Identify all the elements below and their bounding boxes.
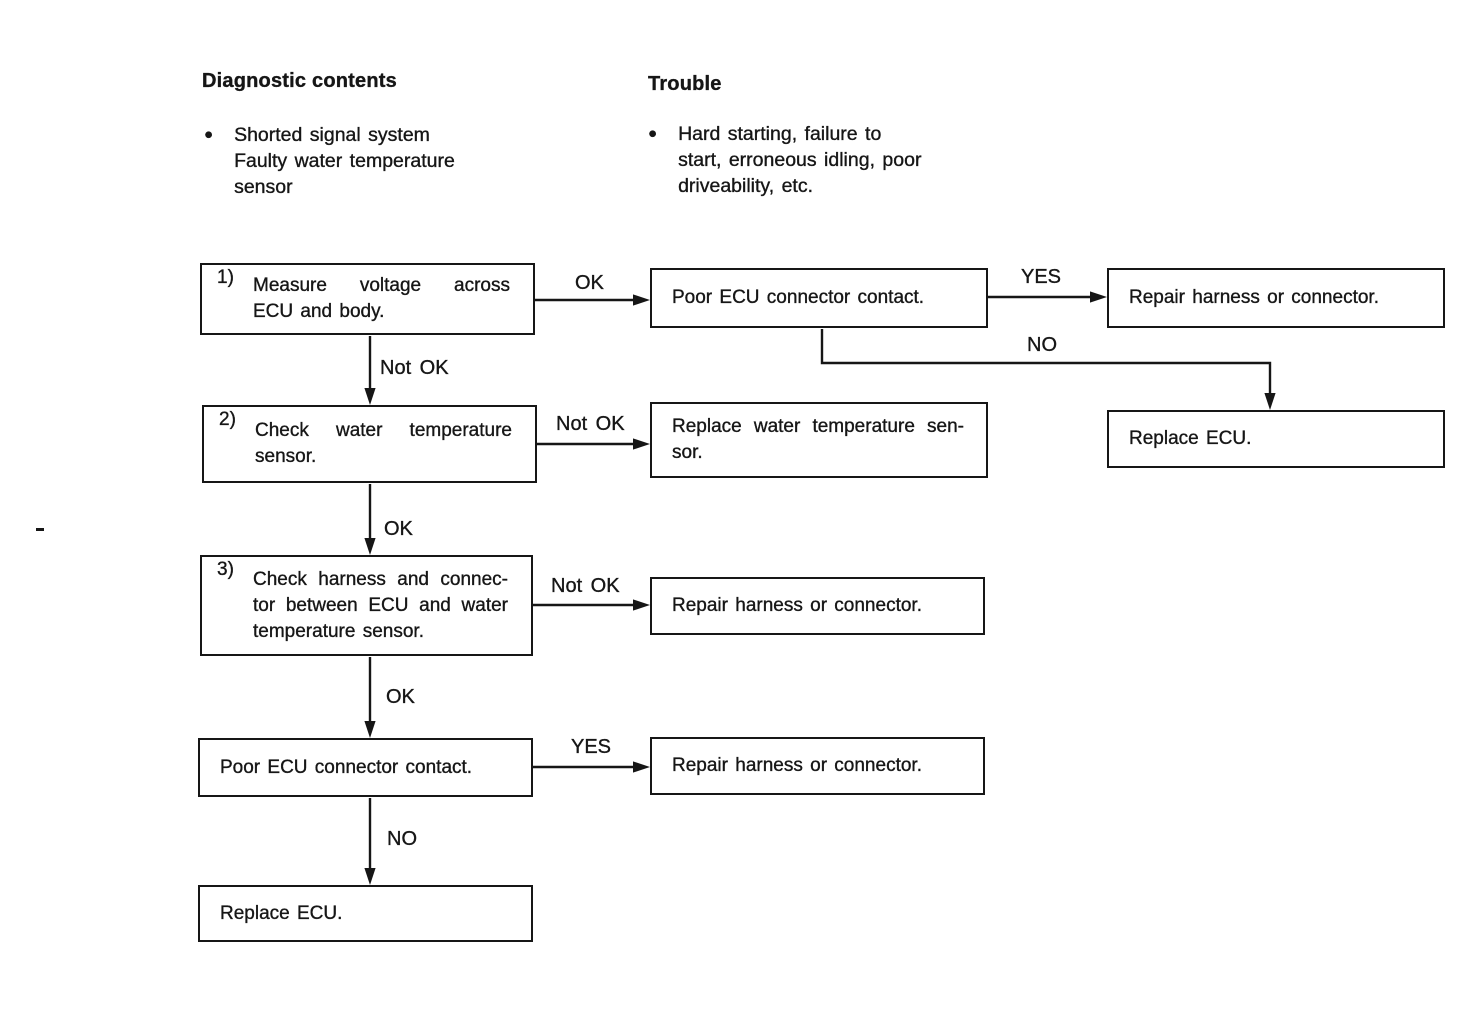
flow-box-replace-ecu-bottom: Replace ECU. [198,885,533,942]
step1-line1: Measure voltage across [253,275,510,296]
step3-line2: tor between ECU and water [253,594,508,616]
diagnostic-contents-item: ● Shorted signal system Faulty water tem… [204,122,455,200]
arrowhead-ok1 [633,294,650,306]
flow-box-repair-mid: Repair harness or connector. [650,577,985,635]
edge-label-ok2: OK [384,518,413,540]
arrowhead-no1 [1264,393,1276,410]
arrowhead-ok2 [364,538,376,555]
bullet-icon: ● [204,126,214,143]
edge-label-notok1: Not OK [380,357,449,379]
replace-sensor-line2: sor. [672,442,703,463]
bullet-icon: ● [648,125,658,142]
edge-label-notok3: Not OK [551,575,620,597]
flow-box-poor-ecu-bottom: Poor ECU connector contact. [198,738,533,797]
flow-box-step2: 2) Check water temperature sensor. [202,405,537,483]
repair-bottom-text: Repair harness or connector. [672,755,922,776]
replace-ecu-bottom-text: Replace ECU. [220,902,343,924]
arrowhead-no2 [364,868,376,885]
step2-line1: Check water temperature [255,420,512,441]
poor-ecu-bottom-text: Poor ECU connector contact. [220,756,473,778]
poor-ecu-top-text: Poor ECU connector contact. [672,287,925,308]
diagnostic-contents-text: Shorted signal system Faulty water tempe… [234,124,455,198]
flow-box-replace-sensor: Replace water temperature sen- sor. [650,402,988,478]
trouble-item: ● Hard starting, failure to start, erron… [648,121,922,199]
step1-line2: ECU and body. [253,301,385,322]
step2-number: 2) [219,409,236,430]
edge-label-no2: NO [387,828,417,850]
step3-number: 3) [217,559,234,580]
arrowhead-yes2 [633,761,650,773]
flow-box-step3: 3) Check harness and connec- tor between… [200,555,533,656]
step1-number: 1) [217,267,234,288]
step3-line3: temperature sensor. [253,620,424,642]
replace-ecu-top-text: Replace ECU. [1129,428,1252,449]
diagnostic-contents-title: Diagnostic contents [202,70,397,92]
trouble-text: Hard starting, failure to start, erroneo… [678,123,922,197]
arrowhead-ok3 [364,721,376,738]
edge-label-ok1: OK [575,272,604,294]
scan-speck [36,528,44,531]
step3-line1: Check harness and connec- [253,568,508,590]
step2-line2: sensor. [255,446,317,467]
edge-label-yes1: YES [1021,266,1062,288]
trouble-title: Trouble [648,73,722,95]
flow-box-step1: 1) Measure voltage across ECU and body. [200,263,535,335]
repair-mid-text: Repair harness or connector. [672,595,922,616]
replace-sensor-line1: Replace water temperature sen- [672,416,964,437]
arrowhead-notok2 [633,438,650,450]
repair-top-text: Repair harness or connector. [1129,287,1379,308]
edge-label-ok3: OK [386,686,415,708]
arrowhead-notok3 [633,599,650,611]
flow-box-poor-ecu-top: Poor ECU connector contact. [650,268,988,328]
arrowhead-yes1 [1090,291,1107,303]
flow-box-repair-bottom: Repair harness or connector. [650,737,985,795]
edge-label-yes2: YES [571,736,612,758]
edge-label-no1: NO [1027,334,1057,356]
edge-label-notok2: Not OK [556,413,625,435]
flow-box-replace-ecu-top: Replace ECU. [1107,410,1445,468]
flow-box-repair-top: Repair harness or connector. [1107,268,1445,328]
arrowhead-notok1 [364,388,376,405]
